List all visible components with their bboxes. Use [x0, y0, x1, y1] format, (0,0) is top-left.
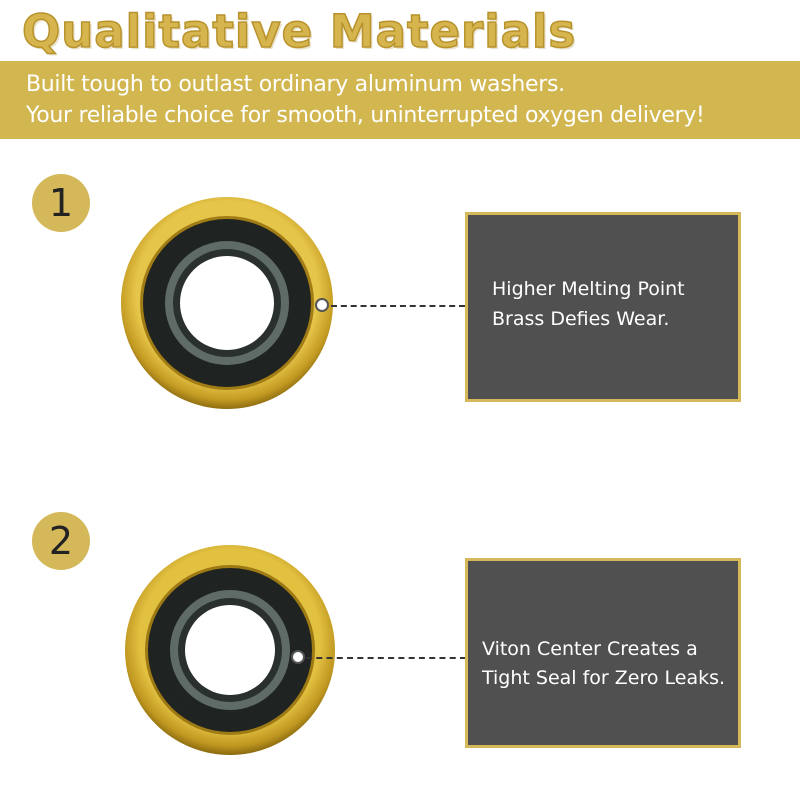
- feature-2-text-line-2: Tight Seal for Zero Leaks.: [482, 667, 726, 689]
- feature-callout-box-1: Higher Melting Point Brass Defies Wear.: [465, 212, 741, 402]
- banner-line-1: Built tough to outlast ordinary aluminum…: [26, 72, 565, 97]
- banner-line-2: Your reliable choice for smooth, uninter…: [26, 103, 705, 128]
- tagline-banner: Built tough to outlast ordinary aluminum…: [0, 61, 800, 139]
- feature-number-badge-1: 1: [32, 174, 90, 232]
- brass-washer-image-2: [125, 545, 335, 755]
- page-title: Qualitative Materials: [21, 4, 577, 59]
- callout-anchor-dot-2: [291, 650, 305, 664]
- dashed-connector-1: [331, 305, 465, 307]
- feature-1-text-line-2: Brass Defies Wear.: [492, 308, 670, 330]
- washer-hole: [180, 256, 274, 350]
- feature-1-text-line-1: Higher Melting Point: [492, 278, 685, 300]
- dashed-connector-2: [306, 657, 466, 659]
- callout-anchor-dot-1: [315, 298, 329, 312]
- feature-callout-box-2: Viton Center Creates a Tight Seal for Ze…: [465, 558, 741, 748]
- feature-number-badge-2: 2: [32, 512, 90, 570]
- feature-2-text-line-1: Viton Center Creates a: [482, 638, 698, 660]
- brass-washer-image-1: [121, 197, 333, 409]
- washer-hole: [185, 605, 275, 695]
